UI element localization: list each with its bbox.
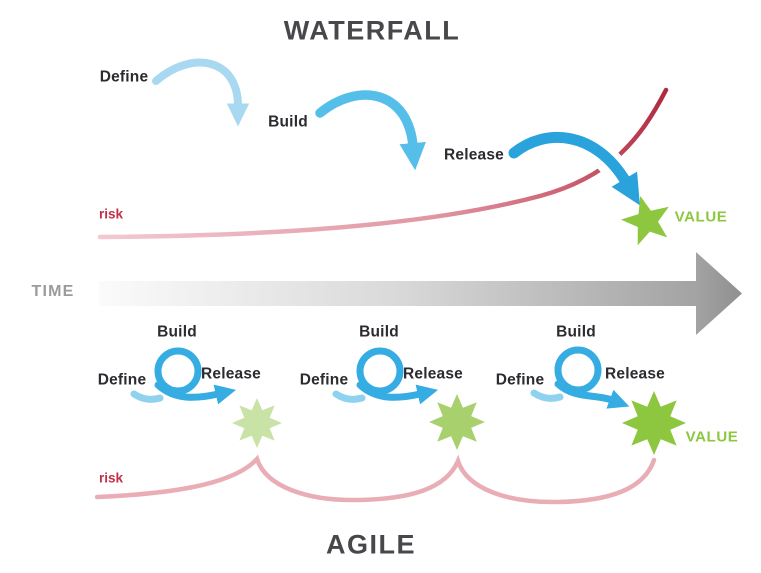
agile-value-label: VALUE	[685, 428, 739, 446]
agile-cycle2-release: Release	[402, 365, 464, 383]
agile-risk-curve	[94, 454, 657, 505]
arrow-build-to-release-icon	[315, 90, 426, 171]
agile-cycle1-release: Release	[200, 365, 262, 383]
waterfall-step-build: Build	[268, 113, 308, 131]
agile-value-star-2-icon	[429, 394, 485, 450]
agile-value-star-1-icon	[232, 398, 282, 448]
waterfall-title: WATERFALL	[283, 15, 461, 46]
time-label: TIME	[31, 283, 75, 300]
waterfall-step-define: Define	[99, 68, 149, 86]
agile-value-star-3-icon	[622, 391, 686, 455]
agile-cycle1-build: Build	[157, 323, 197, 341]
agile-cycle3-build: Build	[556, 323, 596, 341]
arrow-define-to-build-icon	[152, 58, 250, 127]
agile-cycle3-define: Define	[495, 371, 545, 389]
waterfall-risk-curve	[97, 87, 669, 240]
waterfall-value-label: VALUE	[674, 208, 728, 226]
agile-cycle1-define: Define	[97, 371, 147, 389]
agile-loop-3-icon	[530, 346, 630, 409]
agile-cycle2-build: Build	[359, 323, 399, 341]
waterfall-value-star-icon	[621, 195, 669, 246]
agile-cycle3-release: Release	[604, 365, 666, 383]
agile-loop-1-icon	[130, 347, 237, 405]
waterfall-step-release: Release	[443, 146, 505, 164]
waterfall-risk-label: risk	[98, 206, 124, 222]
agile-loop-2-icon	[332, 347, 439, 405]
arrow-release-to-value-icon	[508, 131, 640, 206]
time-arrow-icon	[99, 252, 742, 335]
agile-title: AGILE	[325, 529, 417, 560]
agile-cycle2-define: Define	[299, 371, 349, 389]
agile-risk-label: risk	[98, 470, 124, 486]
